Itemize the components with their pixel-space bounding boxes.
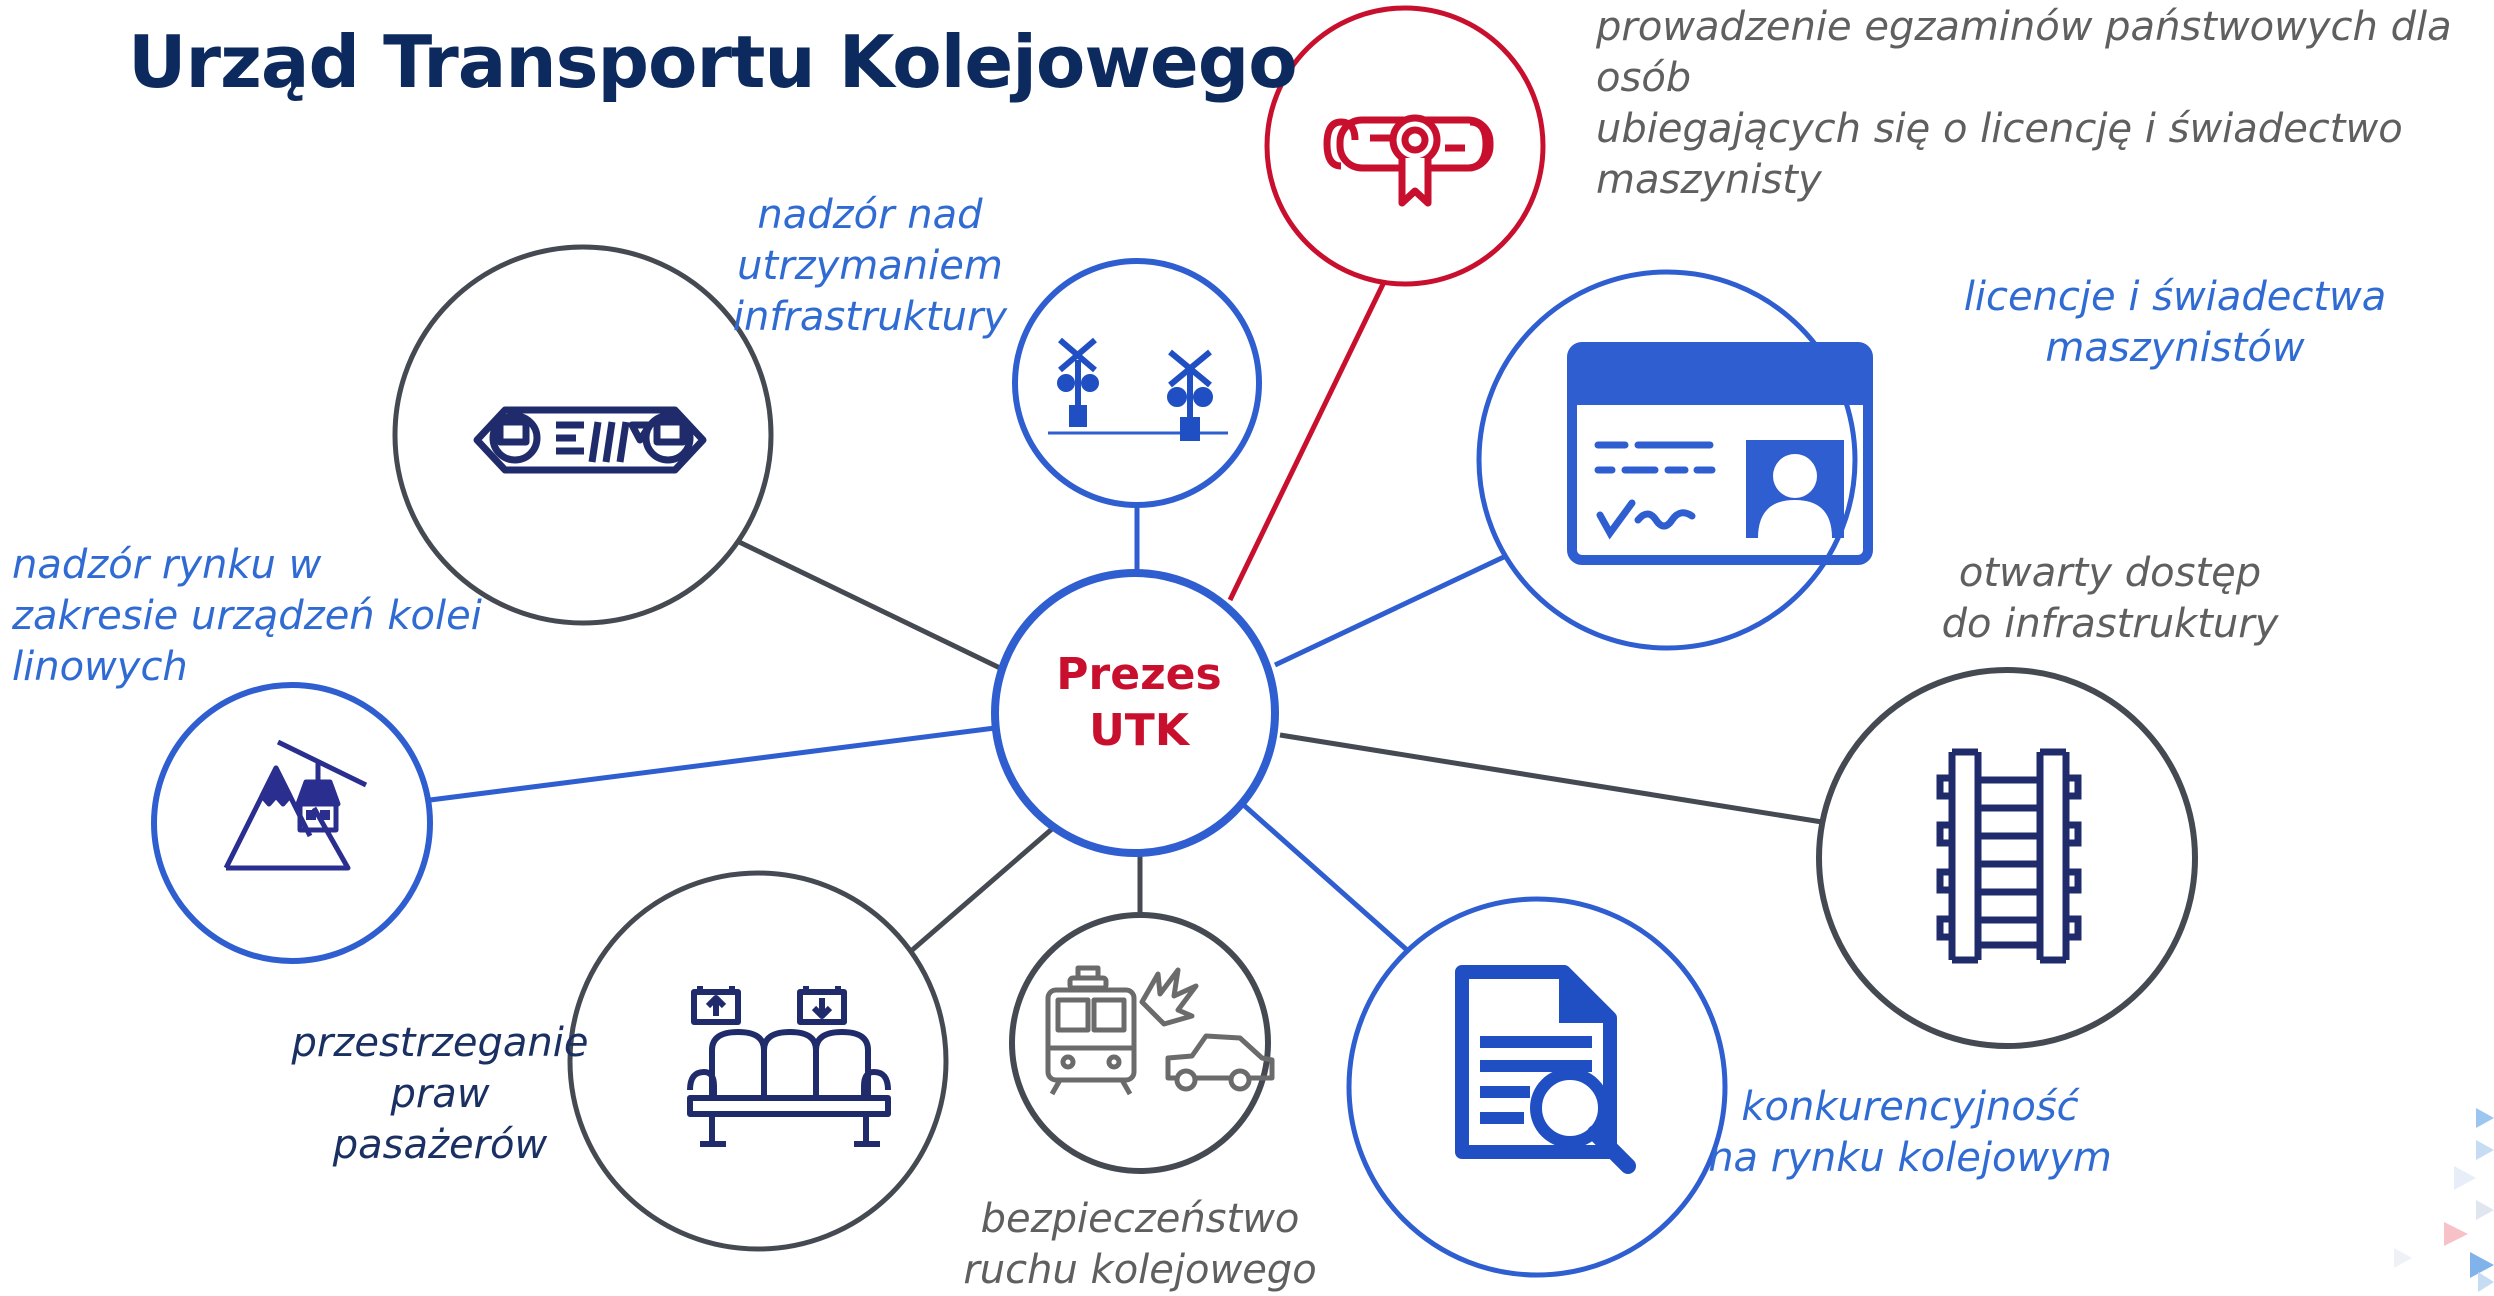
center-line2: UTK — [1089, 705, 1191, 756]
railway-crossing-icon — [1048, 337, 1228, 441]
connector-track — [1279, 732, 1823, 825]
rail-bogie-icon — [473, 406, 707, 474]
connector-license — [1273, 552, 1510, 668]
connector-cable — [429, 725, 996, 803]
railway-track-icon — [1936, 748, 2082, 964]
connector-wagon — [733, 537, 1002, 671]
license-card-icon — [1567, 342, 1873, 565]
label-konkurencja: konkurencyjność na rynku kolejowym — [1708, 1084, 2112, 1181]
node-wagon[interactable] — [392, 244, 774, 626]
node-track[interactable] — [1816, 667, 2198, 1049]
document-search-icon — [1455, 965, 1636, 1174]
label-utrzymanie: nadzór nad utrzymaniem infrastruktury — [732, 192, 1008, 340]
cable-car-icon — [223, 739, 368, 871]
center-node[interactable] — [991, 569, 1279, 857]
label-licencje: licencje i świadectwa maszynistów — [1963, 274, 2387, 371]
train-car-collision-icon — [1045, 965, 1275, 1096]
node-cable[interactable] — [151, 682, 433, 964]
label-bezpieczenstwo: bezpieczeństwo ruchu kolejowego — [963, 1196, 1317, 1293]
decorative-triangles — [2394, 1108, 2494, 1292]
diploma-icon — [1323, 114, 1494, 207]
connector-diploma — [1227, 278, 1388, 602]
connector-seats — [901, 820, 1062, 960]
passenger-seats-icon — [687, 986, 891, 1147]
connectors — [429, 278, 1823, 960]
page-title: Urząd Transportu Kolejowego — [128, 20, 1298, 104]
label-pasazerowie: przestrzeganie praw pasażerów — [291, 1020, 589, 1168]
label-egzaminy: prowadzenie egzaminów państwowych dla os… — [1596, 4, 2452, 203]
label-rynek-linowy: nadzór rynku w zakresie urządzeń kolei l… — [12, 542, 482, 690]
connector-document — [1236, 798, 1409, 952]
node-crossing[interactable] — [1012, 258, 1262, 508]
center-line1: Prezes — [1056, 649, 1221, 700]
node-seats[interactable] — [567, 870, 949, 1252]
label-dostep: otwarty dostęp do infrastruktury — [1941, 550, 2279, 647]
